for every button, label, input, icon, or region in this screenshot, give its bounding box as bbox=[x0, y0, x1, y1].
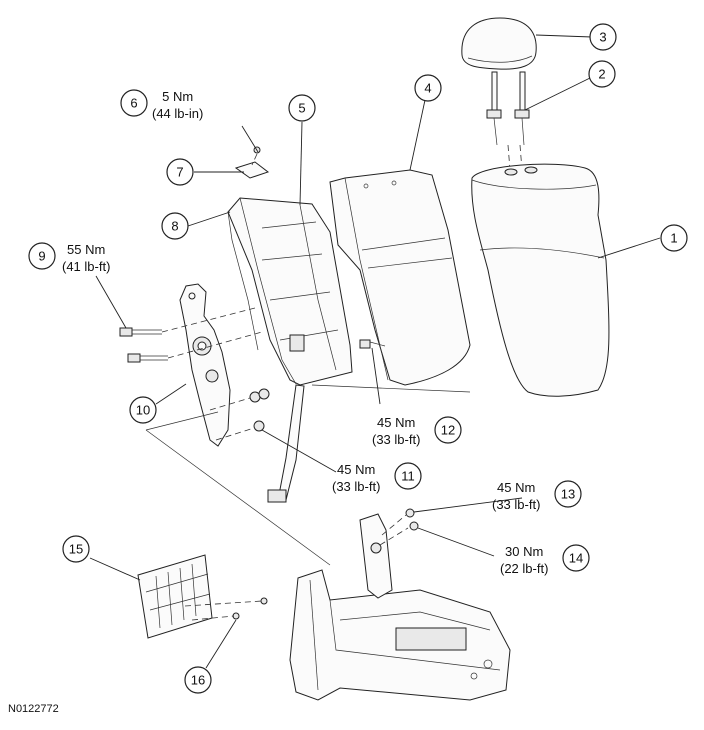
svg-text:5: 5 bbox=[298, 101, 305, 116]
callout-6: 6 bbox=[120, 89, 148, 117]
svg-text:11: 11 bbox=[401, 469, 415, 484]
torque-metric: 45 Nm bbox=[497, 480, 536, 495]
torque-imperial: (41 lb-ft) bbox=[62, 259, 111, 274]
torque-metric: 5 Nm bbox=[162, 89, 194, 104]
svg-text:13: 13 bbox=[561, 487, 575, 502]
svg-text:16: 16 bbox=[191, 673, 205, 688]
bolts-45nm-lower bbox=[209, 388, 270, 441]
callout-16: 16 bbox=[184, 666, 212, 694]
svg-text:2: 2 bbox=[598, 67, 605, 82]
shield-screws bbox=[184, 597, 268, 621]
callout-14: 14 bbox=[562, 544, 590, 572]
callout-8: 8 bbox=[161, 212, 189, 240]
seatback-cushion bbox=[471, 163, 610, 397]
callout-4: 4 bbox=[414, 74, 442, 102]
torque-imperial: (44 lb-in) bbox=[152, 106, 204, 121]
svg-text:7: 7 bbox=[176, 165, 183, 180]
torque-metric: 55 Nm bbox=[67, 242, 106, 257]
seatback-rear-panel bbox=[329, 169, 471, 386]
svg-text:14: 14 bbox=[569, 551, 583, 566]
bracket-cover bbox=[234, 161, 270, 179]
torque-imperial: (22 lb-ft) bbox=[500, 561, 549, 576]
seatback-frame bbox=[227, 197, 353, 386]
callout-11: 11 bbox=[394, 462, 422, 490]
svg-text:1: 1 bbox=[670, 231, 677, 246]
torque-spec-9: 55 Nm (41 lb-ft) bbox=[62, 241, 110, 275]
bolts-55nm bbox=[119, 307, 263, 363]
torque-spec-11: 45 Nm (33 lb-ft) bbox=[332, 461, 380, 495]
callout-15: 15 bbox=[62, 535, 90, 563]
callout-1: 1 bbox=[660, 224, 688, 252]
recliner-bracket bbox=[179, 283, 231, 447]
torque-metric: 45 Nm bbox=[337, 462, 376, 477]
torque-spec-12: 45 Nm (33 lb-ft) bbox=[372, 414, 420, 448]
callout-12: 12 bbox=[434, 416, 462, 444]
svg-text:15: 15 bbox=[69, 542, 83, 557]
latch-plate bbox=[359, 508, 419, 599]
callout-3: 3 bbox=[589, 23, 617, 51]
callout-2: 2 bbox=[588, 60, 616, 88]
svg-text:10: 10 bbox=[136, 403, 150, 418]
svg-text:12: 12 bbox=[441, 423, 455, 438]
torque-spec-6: 5 Nm (44 lb-in) bbox=[152, 88, 203, 122]
torque-spec-13: 45 Nm (33 lb-ft) bbox=[492, 479, 540, 513]
torque-imperial: (33 lb-ft) bbox=[372, 432, 421, 447]
torque-imperial: (33 lb-ft) bbox=[332, 479, 381, 494]
side-shield bbox=[137, 554, 213, 639]
svg-text:9: 9 bbox=[38, 249, 45, 264]
callout-5: 5 bbox=[288, 94, 316, 122]
headrest bbox=[461, 17, 537, 70]
torque-metric: 30 Nm bbox=[505, 544, 544, 559]
callout-13: 13 bbox=[554, 480, 582, 508]
seat-cushion-frame bbox=[289, 569, 511, 701]
bolt-45nm-frame bbox=[359, 339, 386, 349]
torque-metric: 45 Nm bbox=[377, 415, 416, 430]
svg-text:8: 8 bbox=[171, 219, 178, 234]
seatbelt-strap bbox=[267, 384, 305, 503]
torque-spec-14: 30 Nm (22 lb-ft) bbox=[500, 543, 548, 577]
callout-7: 7 bbox=[166, 158, 194, 186]
callout-9: 9 bbox=[28, 242, 56, 270]
assembly-outline-line bbox=[145, 384, 471, 566]
figure-id: N0122772 bbox=[8, 703, 59, 715]
svg-text:6: 6 bbox=[130, 96, 137, 111]
callout-10: 10 bbox=[129, 396, 157, 424]
torque-imperial: (33 lb-ft) bbox=[492, 497, 541, 512]
frame-hinge-edge bbox=[227, 211, 259, 351]
svg-text:3: 3 bbox=[599, 30, 606, 45]
headrest-guides bbox=[486, 71, 530, 171]
svg-text:4: 4 bbox=[424, 81, 431, 96]
